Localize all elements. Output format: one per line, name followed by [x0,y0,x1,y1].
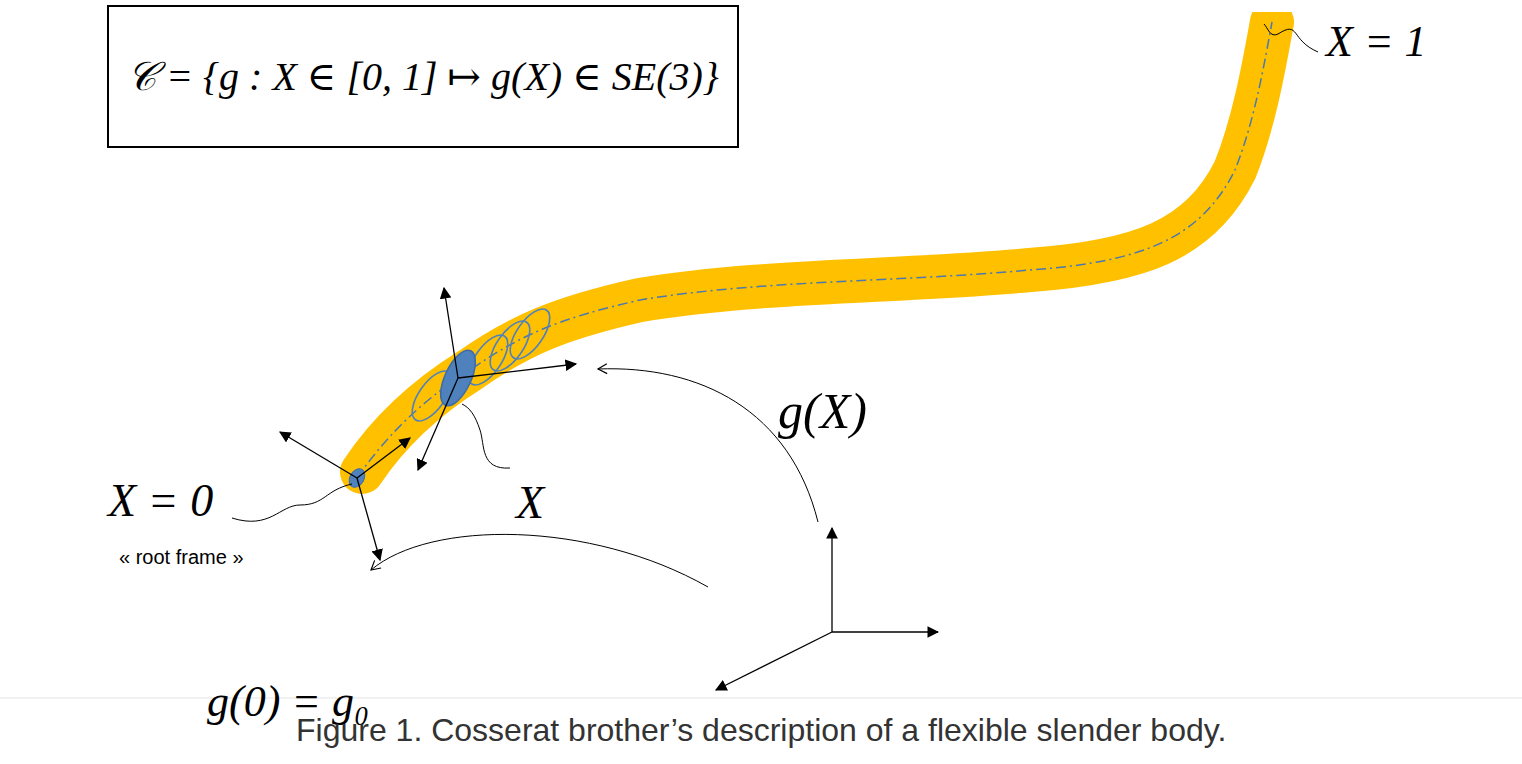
section-label: X [516,476,544,529]
root-frame-note: « root frame » [119,546,244,569]
end-label: X = 1 [1326,16,1427,67]
root-label: X = 0 [108,474,213,527]
formula-text: 𝒞 = {g : X ∈ [0, 1] ↦ g(X) ∈ SE(3)} [127,53,719,100]
figure-caption: Figure 1. Cosserat brother’s description… [296,712,1226,749]
formula-box: 𝒞 = {g : X ∈ [0, 1] ↦ g(X) ∈ SE(3)} [107,5,739,148]
pose-label: g(X) [778,382,867,440]
